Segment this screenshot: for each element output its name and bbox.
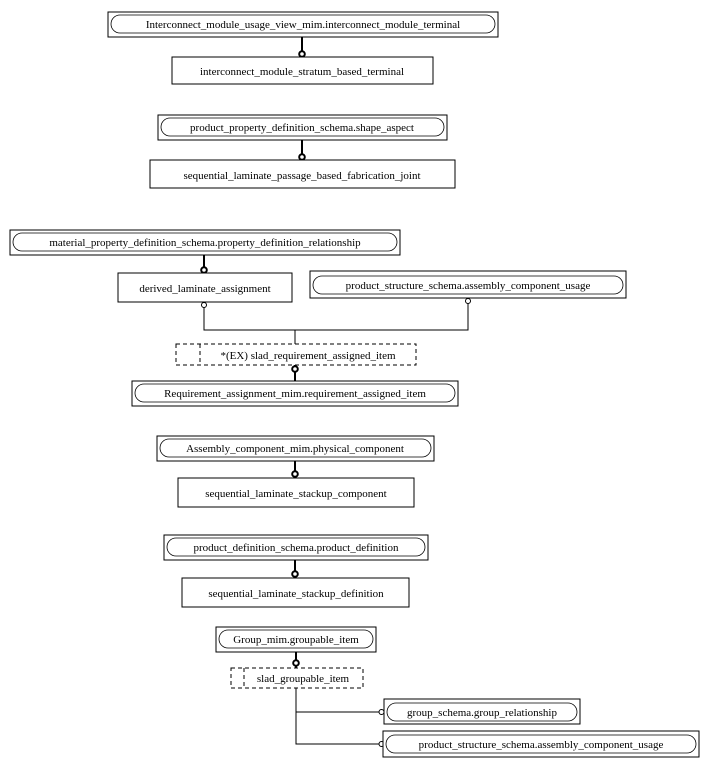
node-assembly-component-usage-ref: product_structure_schema.assembly_compon… <box>309 270 627 299</box>
node-derived-laminate-assignment: derived_laminate_assignment <box>117 272 293 303</box>
slad-requirement-assigned-item-label: *(EX) slad_requirement_assigned_item <box>220 350 395 362</box>
node-stackup-component: sequential_laminate_stackup_component <box>177 477 415 508</box>
property-definition-relationship-ref-label: material_property_definition_schema.prop… <box>49 237 361 249</box>
node-passage-based-joint: sequential_laminate_passage_based_fabric… <box>149 159 456 189</box>
connector-10-11-end <box>291 470 299 478</box>
connector-5-6-end <box>200 266 208 274</box>
shape-aspect-ref-label: product_property_definition_schema.shape… <box>190 122 414 134</box>
interconnect-module-terminal-ref-label: Interconnect_module_usage_view_mim.inter… <box>146 19 460 31</box>
node-physical-component-ref: Assembly_component_mim.physical_componen… <box>156 435 435 462</box>
connector-3-4-end <box>298 153 306 161</box>
stackup-component-label: sequential_laminate_stackup_component <box>205 488 386 500</box>
groupable-item-ref-label: Group_mim.groupable_item <box>233 634 359 646</box>
requirement-assigned-item-ref-label: Requirement_assignment_mim.requirement_a… <box>164 388 426 400</box>
node-requirement-assigned-item-ref: Requirement_assignment_mim.requirement_a… <box>131 380 459 407</box>
slad-groupable-item-label: slad_groupable_item <box>257 673 350 685</box>
assembly-component-usage-ref-2-label: product_structure_schema.assembly_compon… <box>419 739 664 751</box>
connector-12-13-end <box>291 570 299 578</box>
physical-component-ref-label: Assembly_component_mim.physical_componen… <box>186 443 404 455</box>
node-groupable-item-ref: Group_mim.groupable_item <box>215 626 377 653</box>
connector-6-start <box>201 302 207 308</box>
select-line-to-assembly-usage <box>295 688 379 745</box>
product-definition-ref-label: product_definition_schema.product_defini… <box>194 542 399 554</box>
connector-1-2-end <box>298 50 306 58</box>
connector-15-16-end <box>378 709 385 715</box>
connector-14-15-end <box>292 659 300 667</box>
node-group-relationship-ref: group_schema.group_relationship <box>383 698 581 725</box>
node-stackup-definition: sequential_laminate_stackup_definition <box>181 577 410 608</box>
stackup-definition-label: sequential_laminate_stackup_definition <box>208 588 384 600</box>
passage-based-joint-label: sequential_laminate_passage_based_fabric… <box>183 170 420 182</box>
node-interconnect-module-terminal-ref: Interconnect_module_usage_view_mim.inter… <box>107 11 499 38</box>
node-product-definition-ref: product_definition_schema.product_defini… <box>163 534 429 561</box>
node-assembly-component-usage-ref-2: product_structure_schema.assembly_compon… <box>382 730 700 758</box>
node-stratum-based-terminal: interconnect_module_stratum_based_termin… <box>171 56 434 85</box>
group-relationship-ref-label: group_schema.group_relationship <box>407 707 557 719</box>
select-branch-lines <box>203 303 469 331</box>
connector-8-9-end <box>291 365 299 373</box>
stratum-based-terminal-label: interconnect_module_stratum_based_termin… <box>200 66 404 78</box>
connector-7-start <box>465 298 471 304</box>
node-property-definition-relationship-ref: material_property_definition_schema.prop… <box>9 229 401 256</box>
node-slad-groupable-item: slad_groupable_item <box>230 667 364 689</box>
derived-laminate-assignment-label: derived_laminate_assignment <box>139 283 270 295</box>
node-slad-requirement-assigned-item: *(EX) slad_requirement_assigned_item <box>175 343 417 366</box>
node-shape-aspect-ref: product_property_definition_schema.shape… <box>157 114 448 141</box>
assembly-component-usage-ref-label: product_structure_schema.assembly_compon… <box>346 280 591 292</box>
